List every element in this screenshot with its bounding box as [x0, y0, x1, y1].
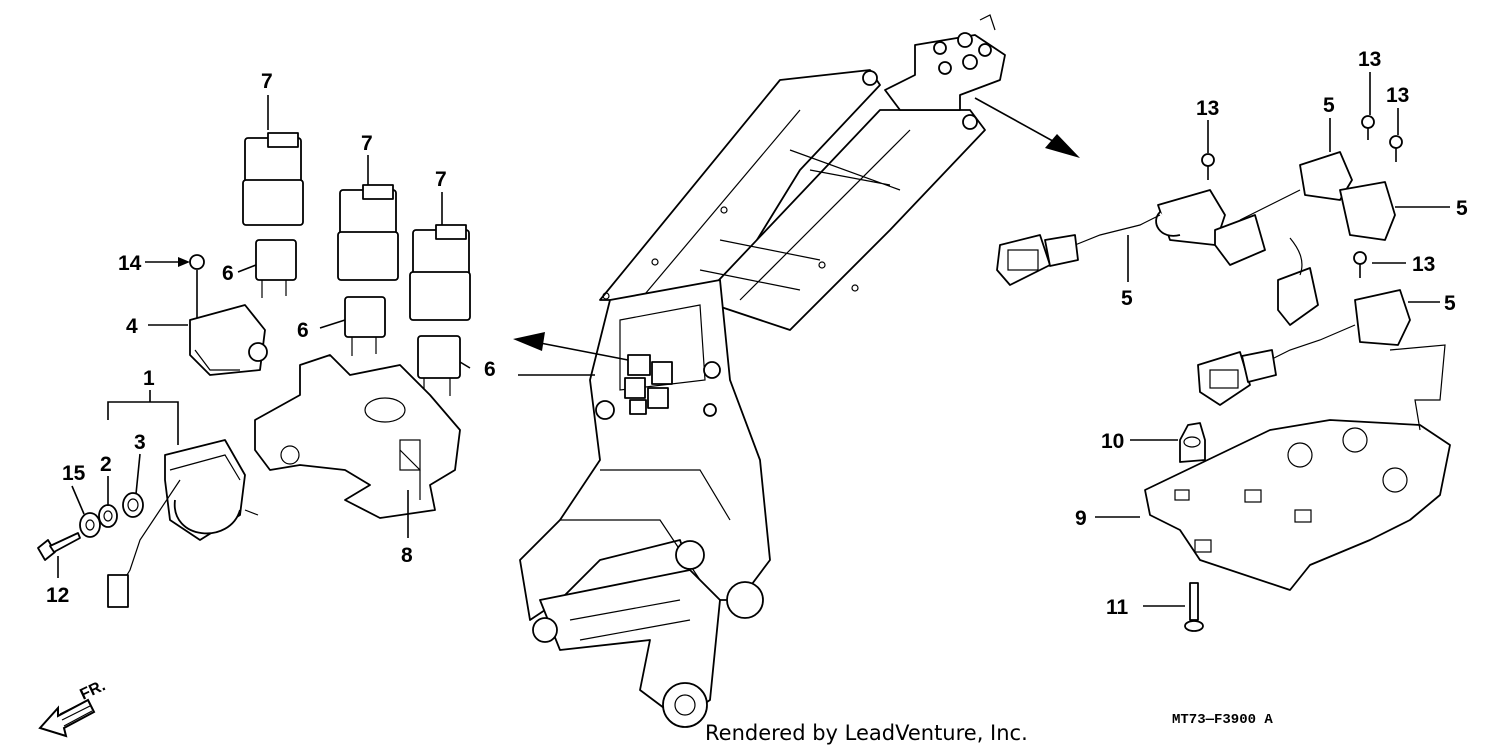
sensor-harness-upper [996, 189, 1226, 286]
callout-5-lower: 5 [1444, 292, 1456, 315]
callout-6-left: 6 [222, 262, 234, 285]
screw-11 [1184, 582, 1204, 632]
relay-bracket-8 [254, 354, 461, 519]
callout-13-b: 13 [1358, 48, 1381, 71]
callout-14: 14 [118, 252, 142, 275]
pointer-arrows [513, 97, 1080, 361]
callout-6-right: 6 [484, 358, 496, 381]
diagram-code: MT73—F3900 A [1172, 712, 1273, 728]
turn-signal-relay-4 [189, 304, 268, 376]
washer-15 [79, 512, 101, 538]
callout-5-top: 5 [1323, 94, 1335, 117]
callout-9: 9 [1075, 507, 1087, 530]
direction-label: FR. [78, 677, 109, 703]
relay-7-upper [242, 132, 304, 226]
grommet-3 [122, 492, 144, 518]
sensor-plate-9 [1144, 344, 1451, 591]
callout-7-upper: 7 [261, 70, 273, 93]
callout-1: 1 [143, 367, 155, 390]
horn-1 [107, 439, 259, 608]
callout-15: 15 [62, 462, 86, 485]
motorcycle-frame [519, 69, 986, 728]
callout-10: 10 [1101, 430, 1124, 453]
sensor-harness-middle [1214, 151, 1396, 326]
callout-labels: 7 7 7 6 6 6 14 4 1 2 3 15 12 8 13 13 13 … [46, 48, 1468, 619]
render-credit: Rendered by LeadVenture, Inc. [705, 721, 1028, 745]
callout-12: 12 [46, 584, 69, 607]
relay-7-middle [337, 184, 399, 281]
callout-8: 8 [401, 544, 413, 567]
callout-13-c: 13 [1386, 84, 1409, 107]
bolts-13 [1201, 115, 1403, 278]
callout-5-right: 5 [1456, 197, 1468, 220]
callout-11: 11 [1106, 596, 1129, 619]
callout-6-middle: 6 [297, 319, 309, 342]
callout-13-a: 13 [1196, 97, 1219, 120]
relay-7-right [409, 224, 471, 321]
grommet-10 [1179, 422, 1206, 463]
bolt-14 [189, 254, 205, 318]
front-direction-indicator: FR. [38, 677, 109, 738]
callout-5-left: 5 [1121, 287, 1133, 310]
callout-3: 3 [134, 431, 146, 454]
callout-4: 4 [126, 315, 138, 338]
bolt-12 [37, 532, 81, 561]
sensor-harness-lower [1197, 289, 1411, 406]
leader-lines [57, 72, 1450, 607]
top-sensor-bracket [884, 14, 1006, 111]
washer-2 [98, 504, 118, 528]
callout-2: 2 [100, 453, 112, 476]
callout-7-right: 7 [435, 168, 447, 191]
callout-13-d: 13 [1412, 253, 1435, 276]
callout-7-middle: 7 [361, 132, 373, 155]
relay-6-group [255, 239, 461, 398]
